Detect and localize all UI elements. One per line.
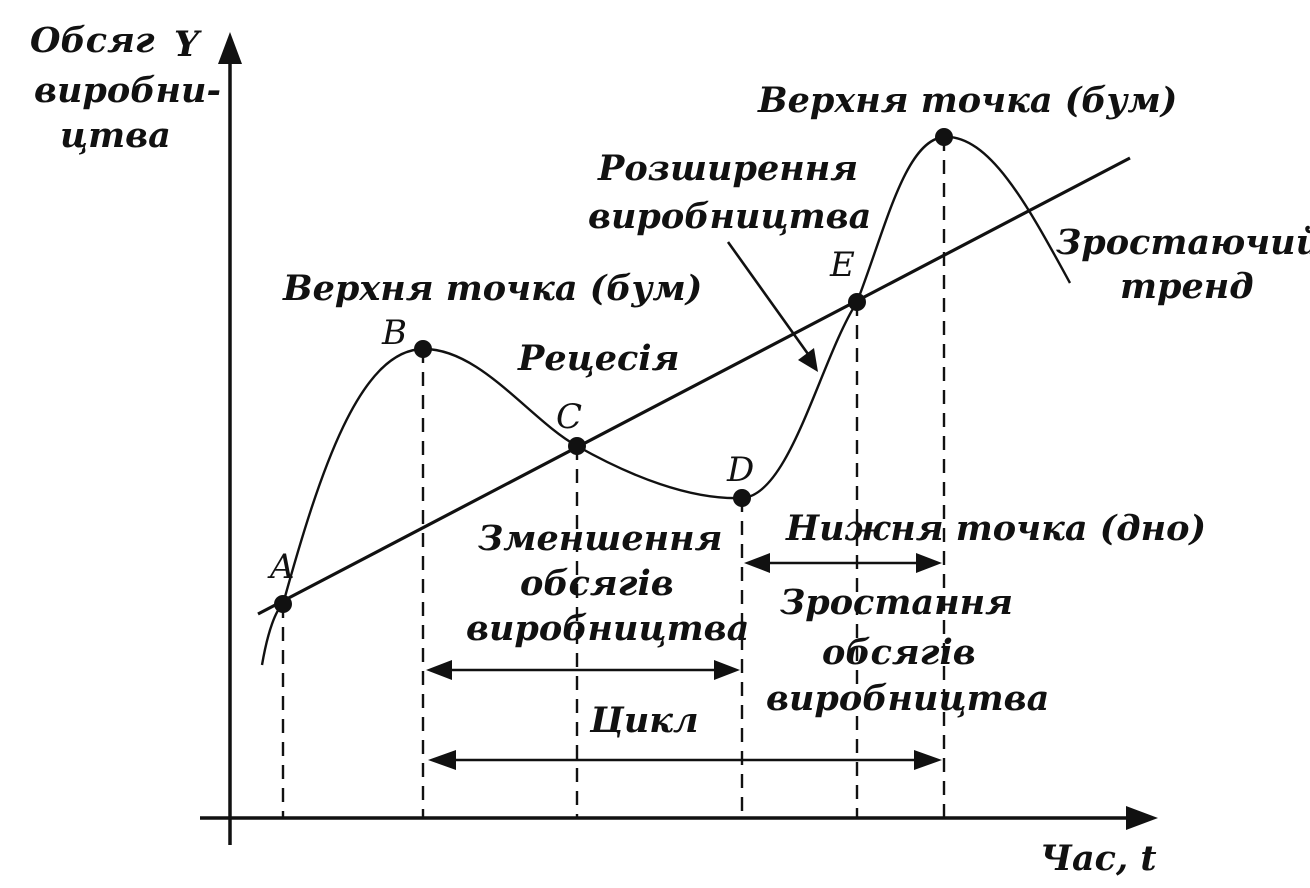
point-a [274, 595, 292, 613]
contraction-label-line-2: обсягів [520, 563, 674, 604]
expansion-label-line-2: виробництва [588, 196, 871, 237]
trend-line [257, 156, 1131, 616]
peak-right-label: Верхня точка (бум) [757, 80, 1177, 121]
point-e [848, 293, 866, 311]
point-c [568, 437, 586, 455]
peak-left-label: Верхня точка (бум) [282, 268, 702, 309]
trend-label-line-2: тренд [1120, 266, 1254, 307]
expansion-pointer-line [726, 241, 810, 355]
contraction-label-line-3: виробництва [466, 608, 749, 649]
y-axis-title-line-1: Обсяг [30, 20, 155, 61]
trough-label: Нижня точка (дно) [785, 508, 1206, 549]
point-e-label: E [829, 245, 855, 285]
contraction-label-line-1: Зменшення [478, 518, 723, 559]
point-c-label: C [556, 397, 582, 437]
cycle-arrow-left-head [428, 750, 456, 770]
growth-label-line-2: обсягів [822, 632, 976, 673]
growth-label-line-3: виробництва [766, 678, 1049, 719]
y-axis-arrowhead [218, 32, 242, 64]
contraction-arrow-right-head [714, 660, 740, 680]
y-axis-letter: Y [174, 24, 202, 65]
business-cycle-curve [260, 135, 1072, 666]
point-d [733, 489, 751, 507]
contraction-arrow-left-head [426, 660, 452, 680]
expansion-label-line-1: Розширення [597, 148, 858, 189]
point-b-label: B [381, 313, 407, 353]
expansion-pointer-arrowhead [798, 348, 818, 372]
x-axis-arrowhead [1126, 806, 1158, 830]
growth-label-line-1: Зростання [780, 582, 1013, 623]
y-axis-title-line-2: виробни- [34, 70, 221, 111]
growth-arrow-left-head [744, 553, 770, 573]
x-axis-title: Час, t [1040, 838, 1156, 879]
trend-label-line-1: Зростаючий [1056, 222, 1310, 263]
point-peak [935, 128, 953, 146]
recession-label: Рецесія [517, 338, 679, 379]
point-a-label: A [267, 547, 295, 587]
cycle-label: Цикл [589, 700, 699, 741]
point-b [414, 340, 432, 358]
y-axis-title-line-3: цтва [60, 115, 171, 156]
cycle-arrow-right-head [914, 750, 942, 770]
growth-arrow-right-head [916, 553, 942, 573]
point-d-label: D [726, 450, 754, 490]
